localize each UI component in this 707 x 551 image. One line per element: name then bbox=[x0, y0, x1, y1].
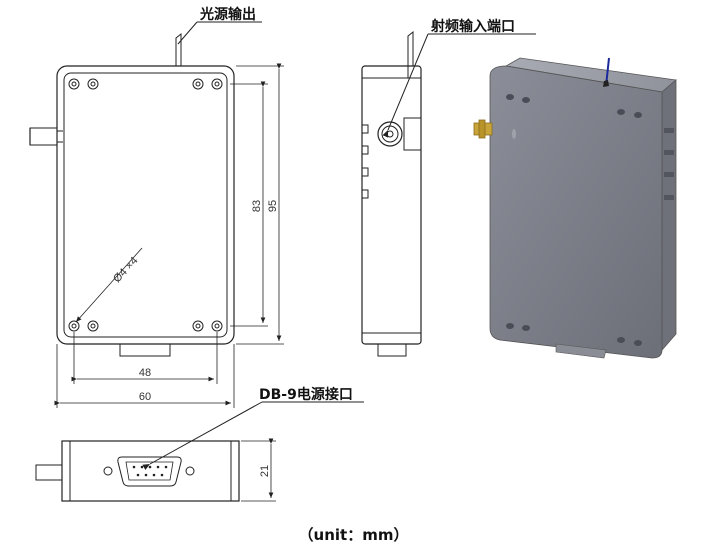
front-rf-connector bbox=[29, 127, 58, 146]
iso-slots bbox=[664, 128, 674, 200]
bottom-body bbox=[61, 440, 240, 502]
iso-front-face bbox=[489, 65, 663, 359]
bottom-rf-connector bbox=[35, 464, 63, 481]
iso-view bbox=[473, 57, 677, 359]
dim-21-text: 21 bbox=[259, 465, 271, 477]
iso-db9 bbox=[555, 343, 607, 359]
front-body-inner bbox=[63, 72, 228, 338]
side-db9-tab bbox=[377, 343, 407, 357]
dim-48-lines bbox=[71, 332, 218, 384]
db9-pins bbox=[132, 465, 168, 477]
dim-21-lines bbox=[241, 438, 276, 502]
hole-leader bbox=[75, 247, 143, 323]
mounting-holes bbox=[68, 78, 223, 332]
bottom-view bbox=[35, 438, 276, 502]
label-rf-input: 射频输入端口 bbox=[430, 18, 515, 35]
side-view bbox=[361, 30, 422, 357]
dim-60-lines bbox=[54, 344, 235, 408]
iso-right-face bbox=[661, 79, 677, 352]
front-db9-tab bbox=[119, 343, 171, 357]
unit-note: （unit：mm） bbox=[298, 526, 409, 544]
side-rf-connector bbox=[403, 117, 422, 151]
iso-sma-connector bbox=[473, 119, 493, 139]
label-fiber-output: 光源输出 bbox=[199, 6, 256, 23]
dim-60-text: 60 bbox=[139, 391, 151, 403]
front-body-outer bbox=[56, 65, 235, 345]
side-body bbox=[361, 65, 422, 345]
dim-83-text: 83 bbox=[251, 200, 263, 212]
db9-connector bbox=[103, 456, 195, 487]
fiber-pigtail bbox=[175, 32, 182, 66]
rf-input-callout: 射频输入端口 bbox=[382, 18, 536, 138]
front-view bbox=[29, 32, 284, 408]
iso-holes bbox=[506, 94, 642, 346]
label-power-port: DB-9电源接口 bbox=[259, 386, 353, 403]
dim-hole-text: Ø4 ×4 bbox=[111, 255, 140, 285]
fiber-output-callout: 光源输出 bbox=[177, 6, 262, 45]
dim-95-lines bbox=[236, 63, 284, 345]
side-slots bbox=[362, 124, 369, 199]
side-fiber bbox=[407, 30, 414, 66]
power-port-callout: DB-9电源接口 bbox=[142, 386, 364, 471]
dim-83-lines bbox=[230, 81, 268, 327]
dim-95-text: 95 bbox=[267, 200, 279, 212]
dim-48-text: 48 bbox=[139, 367, 151, 379]
